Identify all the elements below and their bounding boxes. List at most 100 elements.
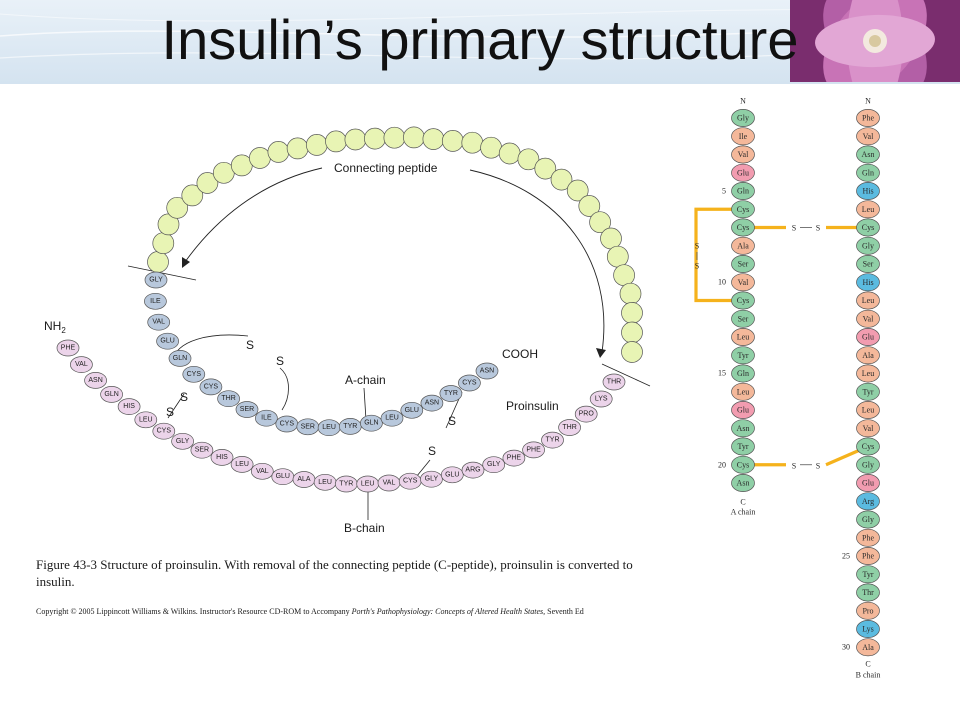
bead-shape	[731, 291, 755, 310]
bead-label: TYR	[343, 423, 357, 430]
insulin-b-residue-17: Leu	[856, 401, 880, 419]
ab-link-3	[167, 393, 185, 419]
c-peptide-bead-4	[166, 196, 189, 219]
b-chain-residue-4: GLN	[100, 386, 123, 403]
bead-shape	[152, 422, 176, 440]
c-peptide-bead-12	[305, 134, 328, 156]
a-chain-residue-6: CYS	[182, 365, 206, 383]
bead-label: TYR	[339, 481, 353, 488]
bead-label: Ser	[863, 260, 874, 269]
bead-label: Ala	[862, 351, 874, 360]
bead-label: GLY	[176, 438, 190, 445]
bead-label: LEU	[322, 424, 336, 431]
bead-shape	[613, 264, 635, 287]
bead-label: Asn	[862, 150, 875, 159]
bead-shape	[400, 401, 424, 419]
insulin-b-residue-19: Cys	[856, 437, 880, 456]
bead-label: Phe	[862, 552, 874, 561]
c-peptide-bead-24	[534, 157, 557, 180]
bead-shape	[856, 547, 880, 565]
bead-shape	[731, 346, 755, 365]
insulin-a-residue-9: Ser	[731, 255, 755, 273]
sulfur-interchain-1b: S	[816, 224, 820, 233]
bead-shape	[364, 127, 386, 150]
bead-label: CYS	[280, 421, 295, 428]
bead-shape	[168, 350, 192, 367]
bead-shape	[731, 474, 755, 492]
b-chain-residue-17: LEU	[356, 475, 380, 493]
bead-shape	[856, 620, 880, 638]
bead-shape	[482, 456, 506, 474]
bead-label: Cys	[737, 223, 749, 232]
b-chain-c-terminus: C	[865, 660, 870, 669]
bead-label: GLN	[364, 420, 378, 427]
bead-shape	[856, 346, 880, 365]
insulin-b-residue-4: Gln	[856, 163, 880, 182]
insulin-b-residue-14: Ala	[856, 346, 880, 365]
bead-label: Glu	[862, 333, 874, 342]
bead-label: Leu	[862, 406, 874, 415]
bead-shape	[856, 528, 880, 547]
bead-shape	[56, 339, 80, 357]
bead-shape	[360, 414, 383, 432]
a-chain-residue-16: LEU	[380, 409, 404, 427]
a-chain-residue-12: SER	[296, 418, 320, 436]
bead-shape	[439, 385, 463, 402]
left-arrowhead	[182, 257, 190, 268]
bead-shape	[383, 126, 406, 149]
bead-shape	[100, 386, 123, 403]
bead-label: Gly	[862, 515, 874, 524]
bead-shape	[249, 147, 271, 169]
bead-shape	[856, 583, 880, 602]
bead-shape	[856, 455, 880, 474]
b-chain-residue-2: VAL	[70, 356, 93, 373]
bead-shape	[250, 462, 274, 480]
bead-label: ASN	[88, 377, 102, 384]
bead-label: Gly	[862, 241, 874, 250]
bead-label: PHE	[61, 345, 76, 352]
bead-shape	[856, 328, 880, 346]
insulin-b-residue-22: Arg	[856, 492, 880, 511]
bead-label: Arg	[862, 497, 874, 506]
bead-label: His	[862, 278, 873, 287]
bead-shape	[550, 168, 573, 191]
bead-shape	[171, 432, 194, 450]
insulin-a-residue-5: Gln	[731, 182, 755, 200]
insulin-b-residue-15: Leu	[856, 364, 880, 383]
bead-shape	[534, 157, 557, 180]
bead-label: GLY	[487, 461, 501, 468]
bead-shape	[621, 341, 643, 363]
bead-label: Lys	[862, 625, 874, 634]
bead-label: Ile	[739, 132, 748, 141]
c-peptide-bead-33	[621, 302, 643, 324]
c-peptide-bead-20	[461, 131, 484, 154]
insulin-a-residue-1: Gly	[731, 109, 755, 127]
c-peptide-bead-6	[196, 172, 219, 194]
bead-shape	[422, 128, 445, 150]
b-chain-residue-3: ASN	[84, 372, 107, 389]
b-chain-residue-26: TYR	[541, 431, 564, 449]
right-arrowhead	[596, 348, 606, 358]
bead-label: Gln	[737, 369, 749, 378]
bead-label: GLY	[425, 476, 439, 483]
insulin-a-residue-20: Cys	[731, 455, 755, 474]
connecting-peptide-label: Connecting peptide	[334, 161, 438, 175]
bead-label: Leu	[862, 205, 874, 214]
left-arrow	[184, 167, 323, 263]
bead-shape	[574, 405, 598, 423]
c-peptide-bead-28	[589, 211, 611, 234]
bead-label: GLN	[104, 391, 118, 398]
bead-shape	[305, 134, 328, 156]
bead-label: Gln	[862, 168, 874, 177]
b-chain-residue-27: THR	[558, 419, 581, 436]
a-chain-pointer	[363, 387, 367, 421]
insulin-b-residue-7: Cys	[856, 218, 880, 237]
bead-label: Ala	[737, 241, 749, 250]
sulfur-label-5: S	[448, 414, 456, 428]
right-arrow	[469, 169, 605, 353]
bead-shape	[403, 126, 425, 149]
insulin-a-residue-15: Gln	[731, 364, 755, 383]
bead-shape	[731, 200, 755, 219]
c-peptide-bead-26	[566, 179, 589, 202]
